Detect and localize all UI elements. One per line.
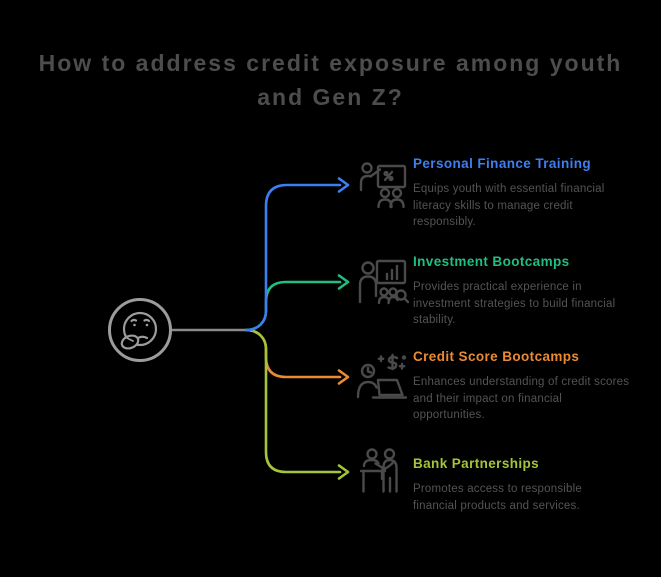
desc-line: stability. [413, 314, 456, 326]
desc-line: opportunities. [413, 409, 485, 421]
page-title-line1: How to address credit exposure among you… [38, 50, 623, 76]
desc-line: Promotes access to responsible [413, 483, 582, 495]
item-description: Enhances understanding of credit scores … [413, 374, 648, 424]
center-node [108, 298, 172, 362]
credit-score-icon [356, 353, 408, 399]
connector-bank-partnerships [244, 328, 350, 480]
item-icons [356, 162, 410, 493]
center-circle [108, 298, 172, 362]
item-description: Provides practical experience in investm… [413, 279, 648, 329]
arrow-icon [337, 274, 350, 290]
item-personal-finance-training: Personal Finance Training Equips youth w… [413, 156, 648, 231]
connector-personal-finance [244, 177, 350, 332]
finance-training-icon [359, 162, 407, 209]
item-title: Investment Bootcamps [413, 254, 570, 269]
page-title: How to address credit exposure among you… [0, 46, 661, 114]
page-title-line2: and Gen Z? [257, 84, 404, 110]
item-investment-bootcamps: Investment Bootcamps Provides practical … [413, 254, 648, 329]
bank-partnership-icon [359, 448, 398, 493]
item-description: Equips youth with essential financial li… [413, 181, 648, 231]
investment-bootcamp-icon [358, 259, 410, 305]
item-description: Promotes access to responsible financial… [413, 481, 648, 514]
desc-line: literacy skills to manage credit [413, 199, 573, 212]
item-bank-partnerships: Bank Partnerships Promotes access to res… [413, 456, 648, 514]
item-credit-score-bootcamps: Credit Score Bootcamps Enhances understa… [413, 349, 648, 424]
arrow-icon [337, 177, 350, 193]
desc-line: Enhances understanding of credit scores [413, 376, 630, 388]
desc-line: financial products and services. [413, 499, 580, 512]
arrow-icon [337, 369, 350, 385]
arrow-icon [337, 464, 350, 480]
thinking-face-icon [120, 311, 158, 350]
desc-line: Provides practical experience in [413, 281, 582, 293]
item-title: Personal Finance Training [413, 156, 592, 171]
item-title: Bank Partnerships [413, 456, 540, 471]
item-title: Credit Score Bootcamps [413, 349, 580, 364]
desc-line: responsibly. [413, 216, 476, 228]
desc-line: Equips youth with essential financial [413, 183, 605, 195]
desc-line: and their impact on financial [413, 392, 562, 405]
desc-line: investment strategies to build financial [413, 297, 616, 310]
